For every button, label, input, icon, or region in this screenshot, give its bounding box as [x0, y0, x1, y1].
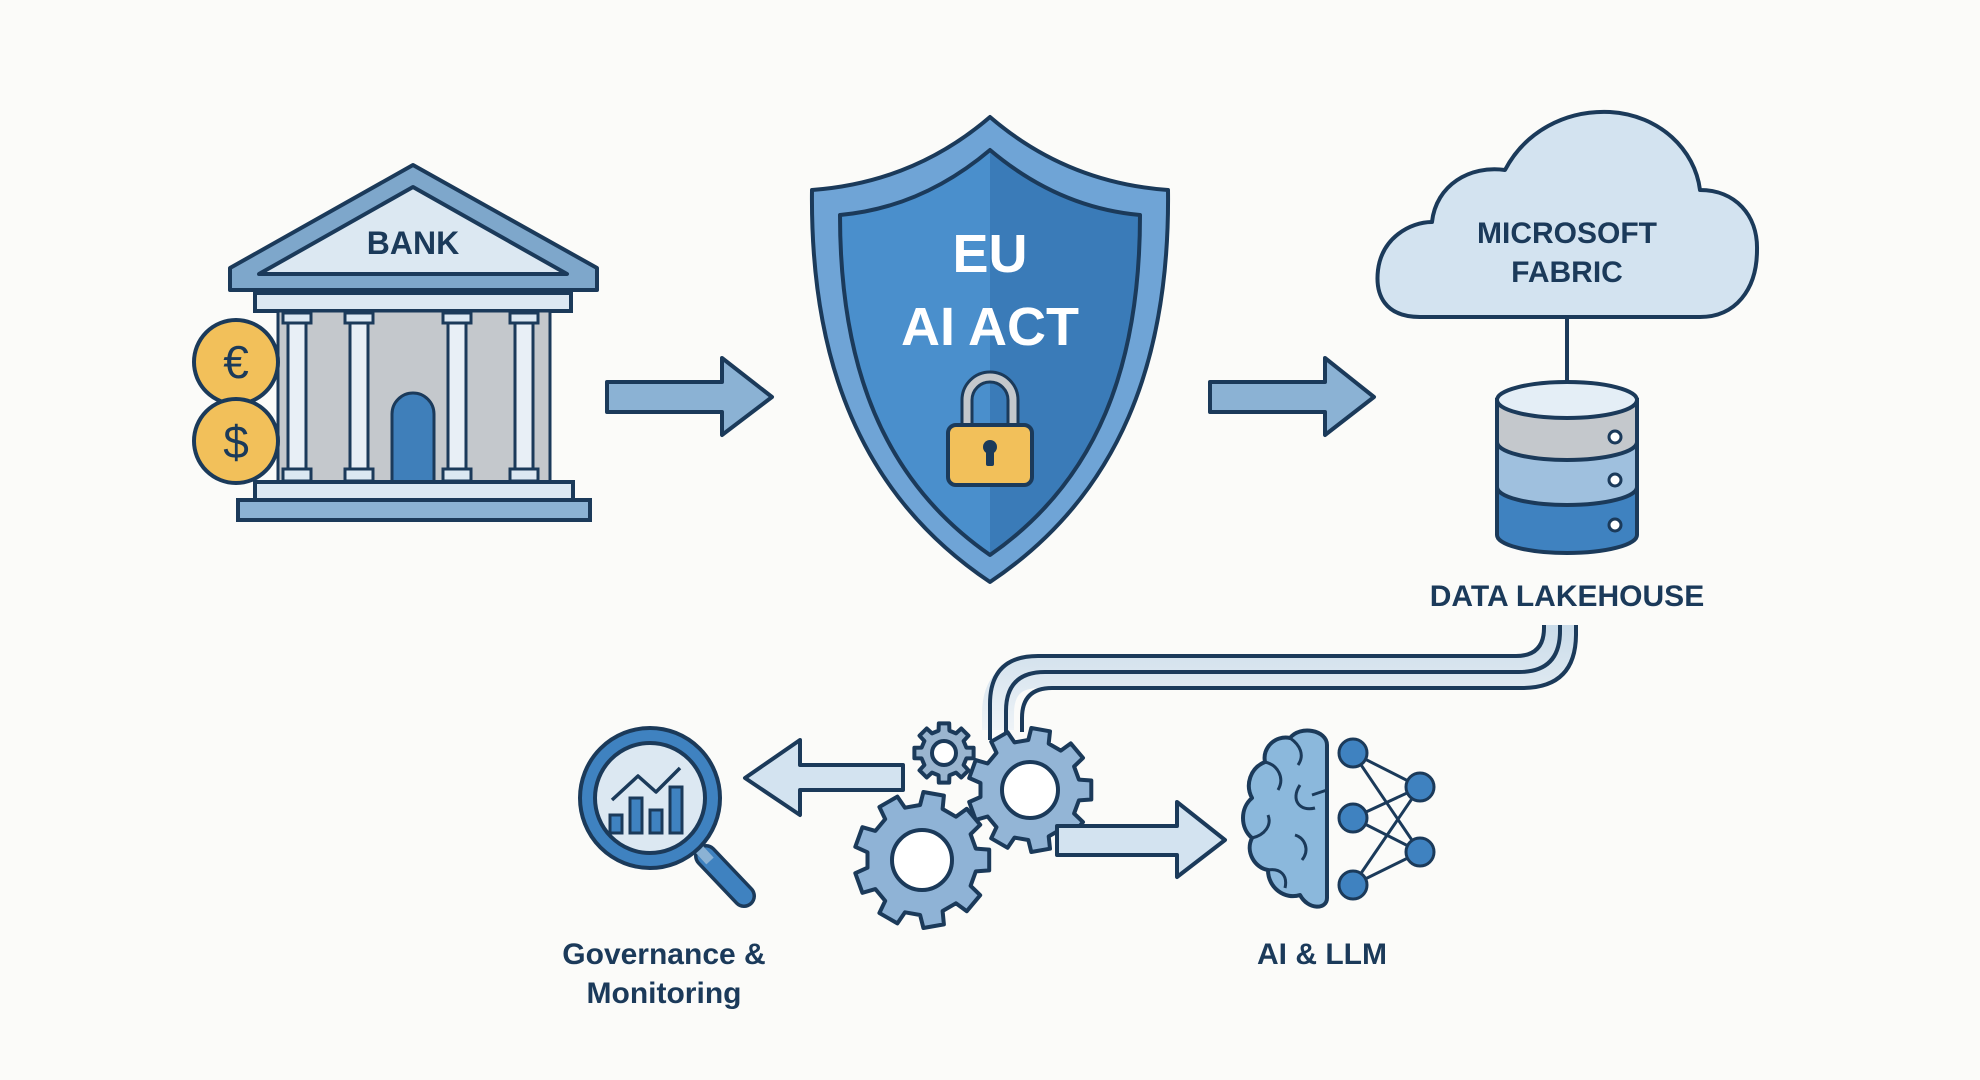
governance-node: Governance & Monitoring: [562, 726, 766, 1010]
bar-chart-icon: [608, 766, 684, 835]
bank-node: BANK € $: [192, 163, 599, 522]
brain-network-icon: [1241, 728, 1436, 909]
storage-label: DATA LAKEHOUSE: [1430, 580, 1704, 613]
arrow-regulation-to-platform: [1208, 356, 1376, 437]
magnifier-chart-icon: [578, 726, 756, 908]
bank-building-icon: BANK: [228, 163, 599, 522]
gear-hole: [1000, 760, 1060, 820]
gear-hole: [930, 739, 958, 767]
euro-symbol: €: [223, 336, 249, 388]
processing-node: [853, 721, 1094, 930]
gear-small-icon: [912, 721, 976, 785]
arrow-processing-to-governance: [743, 738, 905, 817]
arrow-bank-to-regulation: [605, 356, 774, 437]
pipe-storage-to-processing: [982, 625, 1578, 740]
governance-label-line2: Monitoring: [587, 977, 742, 1010]
shield-lock-icon: [809, 115, 1171, 584]
regulation-node: EU AI ACT: [809, 115, 1171, 584]
gears-icon: [853, 721, 1094, 930]
regulation-label-line2: AI ACT: [901, 297, 1079, 357]
bank-door: [390, 391, 436, 484]
storage-node: DATA LAKEHOUSE: [1430, 380, 1704, 613]
gear-large-icon: [853, 790, 992, 930]
dollar-coin-icon: $: [192, 397, 280, 485]
dollar-symbol: $: [223, 416, 249, 468]
ai-node: AI & LLM: [1241, 728, 1436, 971]
gear-hole: [890, 828, 954, 892]
database-icon: [1495, 380, 1639, 555]
arrow-processing-to-ai: [1055, 800, 1227, 879]
euro-coin-icon: €: [192, 318, 280, 406]
ai-label: AI & LLM: [1257, 938, 1387, 971]
governance-label-line1: Governance &: [562, 938, 765, 971]
platform-node: MICROSOFT FABRIC: [1375, 109, 1760, 319]
padlock-icon: [946, 370, 1034, 487]
regulation-label-line1: EU: [952, 224, 1027, 284]
cloud-icon: [1375, 109, 1760, 319]
platform-label-line2: FABRIC: [1511, 256, 1623, 289]
neural-network-icon: [1337, 737, 1436, 901]
platform-label-line1: MICROSOFT: [1477, 217, 1657, 250]
gear-right-icon: [967, 726, 1094, 854]
bank-label: BANK: [367, 225, 459, 261]
brain-icon: [1241, 728, 1329, 909]
